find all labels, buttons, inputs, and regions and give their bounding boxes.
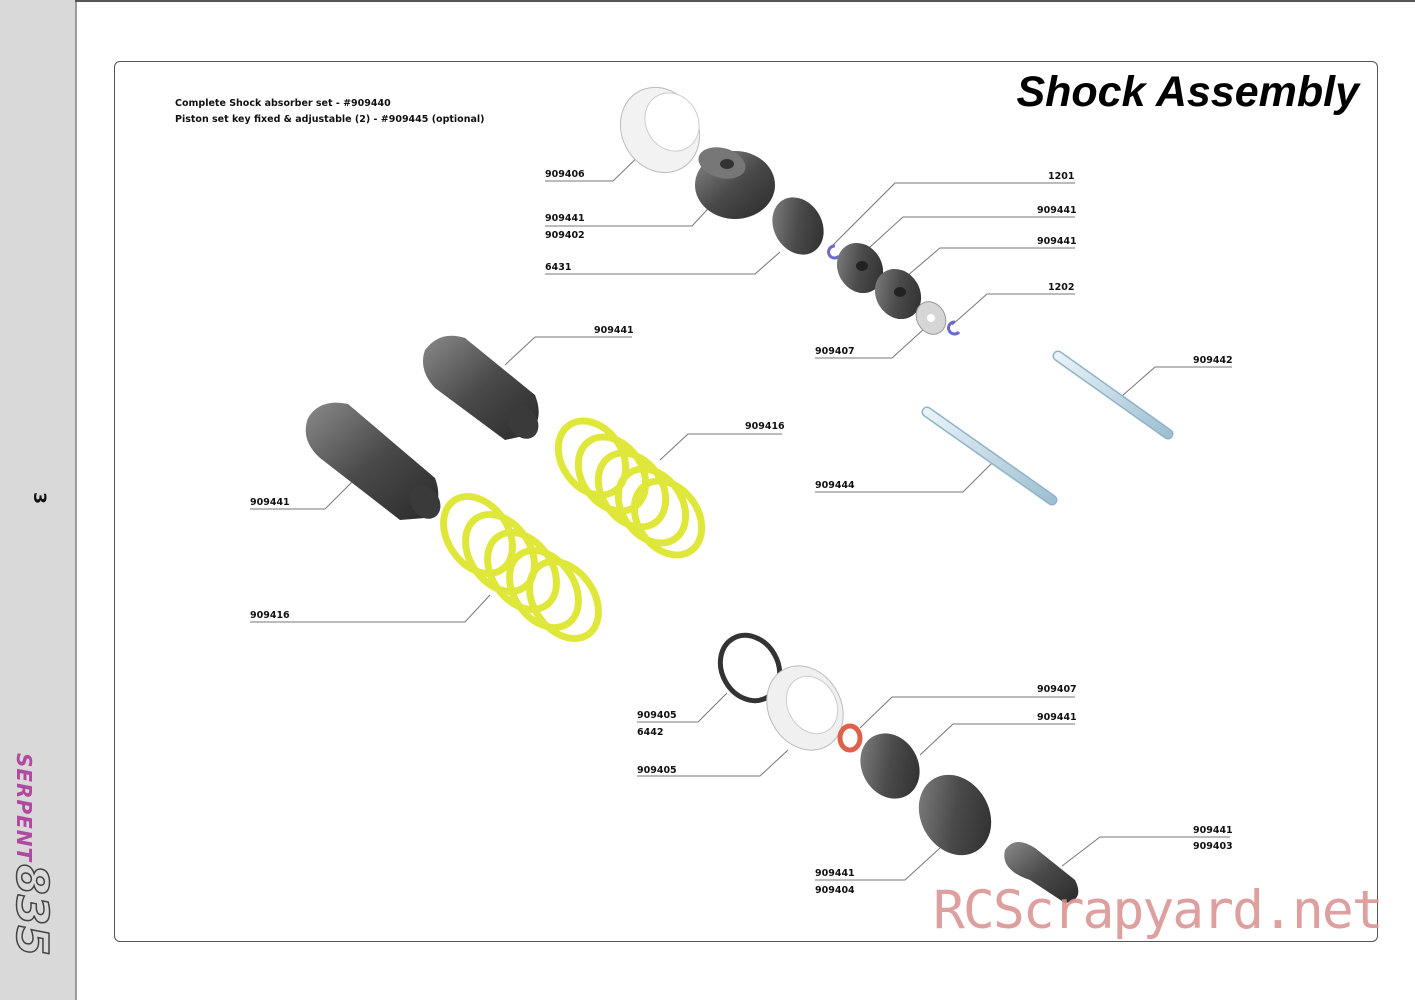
part-label: 909441 — [1037, 205, 1077, 216]
part-label: 6431 — [545, 262, 572, 273]
collar-white-top — [619, 86, 701, 174]
part-label: 909402 — [545, 230, 585, 241]
collar-white-bottom — [766, 665, 844, 751]
content-frame — [114, 61, 1378, 942]
part-label: 909441 — [1193, 825, 1233, 836]
part-label: 909407 — [1037, 684, 1077, 695]
shock-top-cap — [695, 147, 775, 219]
part-label: 909405 — [637, 765, 677, 776]
part-label: 909416 — [745, 421, 785, 432]
part-label: 909441 — [1037, 712, 1077, 723]
washer-909407 — [915, 301, 947, 335]
part-label: 1201 — [1048, 171, 1075, 182]
part-label: 909442 — [1193, 355, 1233, 366]
spring-909416-upper — [554, 417, 706, 559]
shaft-909442 — [1052, 350, 1174, 440]
rod-end-909403 — [1004, 841, 1079, 903]
part-label: 909407 — [815, 346, 855, 357]
bladder-6431 — [772, 197, 824, 255]
e-clip-1202 — [947, 320, 961, 336]
part-label: 6442 — [637, 727, 664, 738]
part-label: 909441 — [1037, 236, 1077, 247]
leader-lines — [250, 149, 1232, 881]
spring-909416-lower — [440, 493, 602, 642]
part-label: 909403 — [1193, 841, 1233, 852]
lower-cap-909441 — [860, 733, 920, 799]
part-label: 909416 — [250, 610, 290, 621]
page-title: Shock Assembly — [1016, 68, 1359, 116]
info-line-piston-set: Piston set key fixed & adjustable (2) - … — [175, 114, 485, 125]
e-clip-1201 — [827, 244, 841, 260]
part-label: 909441 — [594, 325, 634, 336]
piston-909441-b — [874, 268, 922, 320]
part-label: 909406 — [545, 169, 585, 180]
info-line-complete-set: Complete Shock absorber set - #909440 — [175, 98, 391, 109]
piston-909441-a — [836, 242, 884, 294]
shock-body-909441-upper — [422, 335, 539, 440]
top-rule — [75, 0, 1415, 2]
part-label: 909444 — [815, 480, 855, 491]
part-label: 909441 — [545, 213, 585, 224]
watermark: RCScrapyard.net — [933, 880, 1384, 941]
part-label: 909441 — [815, 868, 855, 879]
part-label: 909405 — [637, 710, 677, 721]
shock-body-909441-lower — [305, 402, 441, 520]
lower-cup-909404 — [918, 774, 992, 856]
part-label: 1202 — [1048, 282, 1075, 293]
left-sidebar: 3 SERPENT835 — [0, 0, 77, 1000]
part-label: 909441 — [250, 497, 290, 508]
o-ring-red-909407 — [837, 723, 863, 753]
part-label: 909404 — [815, 885, 855, 896]
shaft-909444 — [921, 406, 1058, 506]
